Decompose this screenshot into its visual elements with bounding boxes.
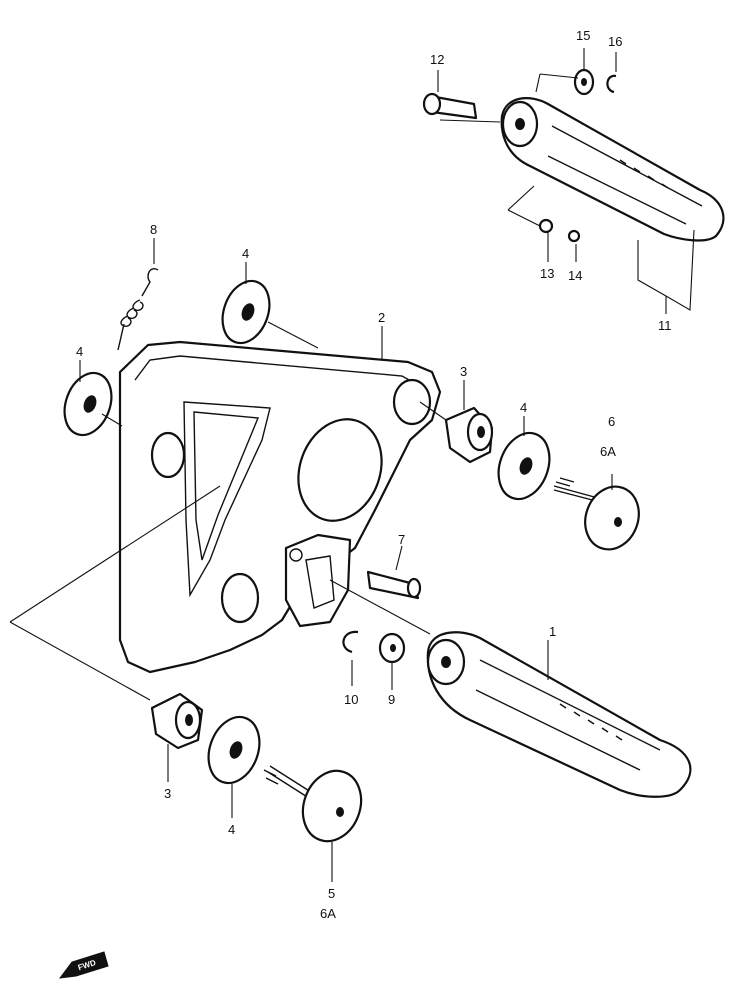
callout-9: 9 <box>388 692 395 707</box>
callout-16: 16 <box>608 34 622 49</box>
spring <box>117 268 159 351</box>
callout-3-upper: 3 <box>460 364 467 379</box>
footrest-bracket <box>118 340 442 674</box>
callout-labels: 1 2 3 3 4 4 4 4 5 6 6A 6A 7 8 9 10 11 12… <box>76 28 672 921</box>
callout-6a-lower: 6A <box>320 906 336 921</box>
leader-lines <box>9 48 695 882</box>
washer-4-right <box>497 431 551 501</box>
callout-7: 7 <box>398 532 405 547</box>
pin-12 <box>422 92 478 120</box>
footrest-11 <box>500 97 725 242</box>
footrest-1 <box>426 631 692 798</box>
callout-12: 12 <box>430 52 444 67</box>
callout-4-lower: 4 <box>228 822 235 837</box>
bushing-3-upper <box>444 406 494 464</box>
clip-16 <box>606 74 617 94</box>
callout-2: 2 <box>378 310 385 325</box>
callout-4-right: 4 <box>520 400 527 415</box>
washer-15 <box>573 68 595 96</box>
nut-13 <box>538 218 554 234</box>
callout-4-left: 4 <box>76 344 83 359</box>
e-clip-10 <box>342 630 359 654</box>
callout-6: 6 <box>608 414 615 429</box>
callout-10: 10 <box>344 692 358 707</box>
bushing-3-lower <box>150 692 204 750</box>
callout-14: 14 <box>568 268 582 283</box>
ball-14 <box>567 229 581 243</box>
washer-9 <box>378 632 406 664</box>
callout-4-upper: 4 <box>242 246 249 261</box>
pin-7 <box>366 570 422 600</box>
callout-11: 11 <box>658 318 672 333</box>
bolt-5-lower <box>263 765 363 843</box>
callout-13: 13 <box>540 266 554 281</box>
callout-1: 1 <box>549 624 556 639</box>
callout-6a-upper: 6A <box>600 444 616 459</box>
washer-4-upper <box>221 279 271 345</box>
fwd-arrow-icon: FWD <box>58 951 109 979</box>
callout-5: 5 <box>328 886 335 901</box>
callout-15: 15 <box>576 28 590 43</box>
bolt-6-upper <box>553 477 640 551</box>
washer-4-left <box>63 371 113 437</box>
washer-4-lower <box>207 715 261 785</box>
callout-8: 8 <box>150 222 157 237</box>
callout-3-lower: 3 <box>164 786 171 801</box>
